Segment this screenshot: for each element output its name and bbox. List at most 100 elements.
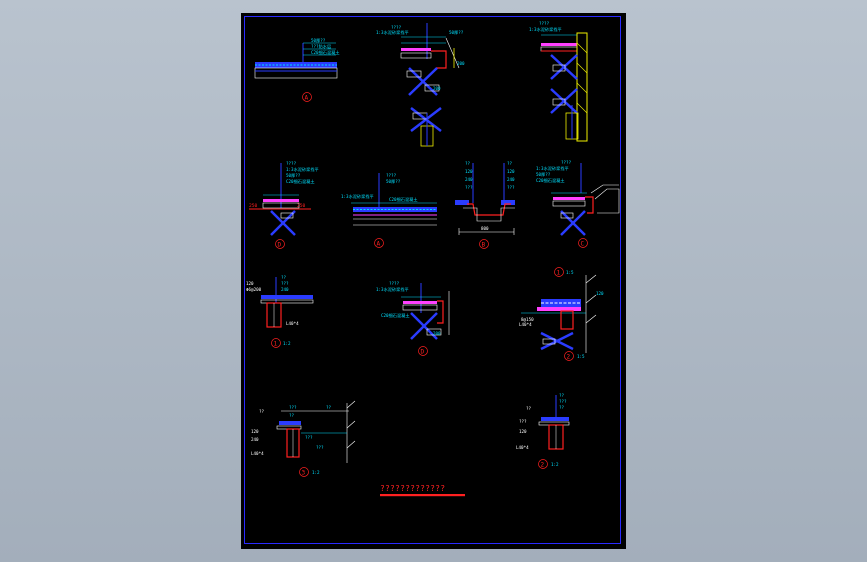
dim: 200: [433, 331, 441, 336]
detail-marker-label: 2: [541, 461, 545, 468]
title-underline: [380, 494, 465, 497]
note: C20细石混凝土: [536, 177, 565, 184]
note: L40*4: [519, 322, 532, 327]
note: 50厚??: [386, 179, 401, 185]
note: ????: [389, 281, 400, 286]
note: 240: [507, 177, 515, 182]
detail-d-row3: ???? 1:3水泥砂浆找平 C20细石混凝土 200 D: [376, 281, 450, 356]
detail-1-row3: 120 Φ6@200 ?? ??? 240 L40*4 1 1:2: [246, 275, 314, 348]
sheet-border: [244, 16, 621, 544]
drawing-sheet: 50厚?? ???防水层 C20细石混凝土 A ???? 1:3水泥砂浆找平 5…: [241, 13, 626, 549]
detail-a-row2: ???? 50厚?? 1:3水泥砂浆找平 C20细石混凝土 A: [341, 173, 437, 248]
note: ???: [289, 405, 297, 410]
note: ??: [326, 405, 332, 410]
note: L40*4: [516, 445, 529, 450]
note: C20细石混凝土: [381, 312, 410, 319]
note: 1:3水泥砂浆找平: [341, 193, 374, 200]
note: ???防水层: [311, 43, 331, 50]
note: 120: [519, 429, 527, 434]
detail-b-row2: ?? 120 240 ??? ?? 120 240 ??? 800 B: [455, 161, 515, 249]
detail-marker: [564, 351, 574, 361]
note: L40*4: [286, 321, 299, 326]
note: ????: [386, 173, 397, 178]
detail-marker: [374, 238, 384, 248]
note: ??: [289, 413, 295, 418]
detail-wall-top: ???? 1:3水泥砂浆找平: [529, 21, 588, 142]
note: 240: [281, 287, 289, 292]
dim: 200: [433, 86, 441, 91]
scale: 1:2: [283, 341, 291, 346]
detail-marker-label: B: [482, 241, 486, 248]
detail-a-top: 50厚?? ???防水层 C20细石混凝土 A: [254, 38, 340, 102]
note: ??: [281, 275, 287, 280]
detail-marker: [271, 338, 281, 348]
note: 50厚??: [449, 30, 464, 36]
detail-parapet-top: ???? 1:3水泥砂浆找平 50厚?? 200 200: [376, 23, 465, 147]
detail-2-row4: ?? ??? 120 L40*4 ?? ??? ?? 2 1:2: [516, 393, 570, 469]
note: 240: [251, 437, 259, 442]
dim: 200: [457, 61, 465, 66]
note: ???: [305, 435, 313, 440]
note: 50厚??: [536, 172, 551, 178]
note: 120: [465, 169, 473, 174]
detail-marker: [418, 346, 428, 356]
detail-marker-label: 2: [567, 353, 571, 360]
note: 120: [507, 169, 515, 174]
note: ????: [391, 25, 402, 30]
note: Φ6@200: [246, 287, 262, 292]
note: ??: [559, 393, 565, 398]
scale: 1:2: [551, 462, 559, 467]
note: 1:3水泥砂浆找平: [376, 29, 409, 36]
note: C20细石混凝土: [389, 196, 418, 203]
detail-marker: [538, 459, 548, 469]
drawing-title: ?????????????: [380, 484, 465, 497]
note: 240: [465, 177, 473, 182]
note: ????: [561, 160, 572, 165]
detail-marker: [554, 267, 564, 277]
detail-marker: [299, 467, 309, 477]
detail-c-row2: ???? 1:3水泥砂浆找平 50厚?? C20细石混凝土 C: [536, 160, 620, 248]
detail-marker-label: A: [305, 94, 309, 101]
detail-3-row4: ?? 120 240 L40*4 ??? ?? ?? ??? ??? 3 1:2: [251, 400, 356, 477]
dim: 800: [481, 226, 489, 231]
note: 1:3水泥砂浆找平: [376, 286, 409, 293]
dim: 250: [297, 203, 306, 209]
note: 1:3水泥砂浆找平: [536, 165, 569, 172]
note: C20细石混凝土: [286, 178, 315, 185]
note: 120: [251, 429, 259, 434]
detail-marker-label: D: [421, 348, 425, 355]
scale: 1:2: [312, 470, 320, 475]
note: ??: [559, 405, 565, 410]
scale: 1:5: [577, 354, 585, 359]
detail-marker-label: A: [377, 240, 381, 247]
note: C20细石混凝土: [311, 49, 340, 56]
note: ????: [286, 161, 297, 166]
note: ??: [507, 161, 513, 166]
scale: 1:5: [566, 270, 574, 275]
detail-marker: [479, 239, 489, 249]
note: ???: [316, 445, 324, 450]
detail-marker-label: 1: [274, 340, 278, 347]
detail-marker: [578, 238, 588, 248]
title-text: ?????????????: [380, 484, 445, 493]
detail-marker: [302, 92, 312, 102]
detail-marker-label: D: [278, 241, 282, 248]
note: ??: [465, 161, 471, 166]
note: 8@150: [521, 317, 534, 322]
note: L40*4: [251, 451, 264, 456]
detail-marker: [275, 239, 285, 249]
note: ???: [507, 185, 515, 190]
note: ???: [465, 185, 473, 190]
note: 1:3水泥砂浆找平: [286, 166, 319, 173]
note: 120: [596, 291, 604, 296]
note: 50厚??: [311, 38, 326, 44]
note: 50厚??: [286, 173, 301, 179]
note: 120: [246, 281, 254, 286]
detail-1-2-row3-right: 1 1:5 120 8@150 L40*4 2 1:5: [519, 267, 604, 361]
note: 1:3水泥砂浆找平: [529, 26, 562, 33]
note: ???: [519, 419, 527, 424]
detail-d-row2: ???? 1:3水泥砂浆找平 50厚?? C20细石混凝土 250 250 D: [249, 161, 319, 249]
dim: 250: [249, 203, 258, 209]
detail-marker-label: 1: [557, 269, 561, 276]
note: ??: [526, 406, 532, 411]
